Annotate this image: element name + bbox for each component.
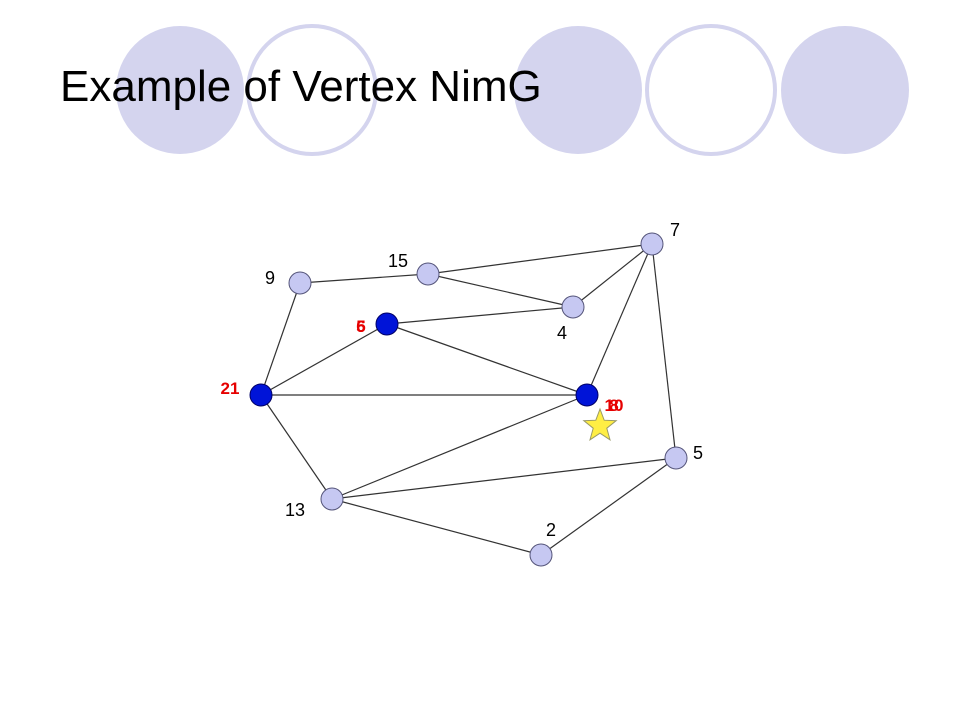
vertex-label-v7: 7 [670,220,680,240]
decor-circle-1 [116,26,244,154]
decor-circle-3 [514,26,642,154]
edge-vA-vR [386,323,588,396]
edge-v7-v5 [651,243,677,459]
vertex-label-vA: 6 [356,317,365,336]
vertex-v13[interactable] [320,487,344,511]
edge-v13-v2 [331,498,542,556]
vertex-vA[interactable] [375,312,399,336]
edge-v2-v5 [540,457,677,556]
decor-circle-5 [781,26,909,154]
edges [260,243,677,556]
vertex-label-vR: 10 [605,396,624,415]
vertex-v15[interactable] [416,262,440,286]
edge-vR-v13 [331,394,588,500]
edge-v9-vL [260,282,301,396]
vertex-label-v5: 5 [693,443,703,463]
vertex-v5[interactable] [664,446,688,470]
vertex-v7[interactable] [640,232,664,256]
edge-v9-v15 [299,273,429,284]
vertex-v4[interactable] [561,295,585,319]
vertices [249,232,688,567]
edge-v13-v5 [331,457,677,500]
edge-vA-vL [260,323,388,396]
vertex-label-overlap-vA: 5 [356,317,365,336]
vertex-vR[interactable] [575,383,599,407]
edge-v15-v7 [427,243,653,275]
vertex-v2[interactable] [529,543,553,567]
vertex-label-v15: 15 [388,251,408,271]
vertex-label-overlap-vR: 8 [609,396,618,415]
vertex-label-v9: 9 [265,268,275,288]
vertex-label-vL: 21 [221,379,240,398]
vertex-vL[interactable] [249,383,273,407]
slide-title: Example of Vertex NimG [60,62,542,111]
decor-circle-4 [645,24,777,156]
edge-v4-v7 [572,243,653,308]
decor-circle-2 [246,24,378,156]
vertex-v9[interactable] [288,271,312,295]
edge-vL-v13 [260,394,333,500]
vertex-label-v13: 13 [285,500,305,520]
vertex-label-v2: 2 [546,520,556,540]
edge-vA-v4 [386,306,574,325]
vertex-label-v4: 4 [557,323,567,343]
edge-vR-v7 [586,243,653,396]
star-icon [582,407,618,441]
edge-v15-v4 [427,273,574,308]
